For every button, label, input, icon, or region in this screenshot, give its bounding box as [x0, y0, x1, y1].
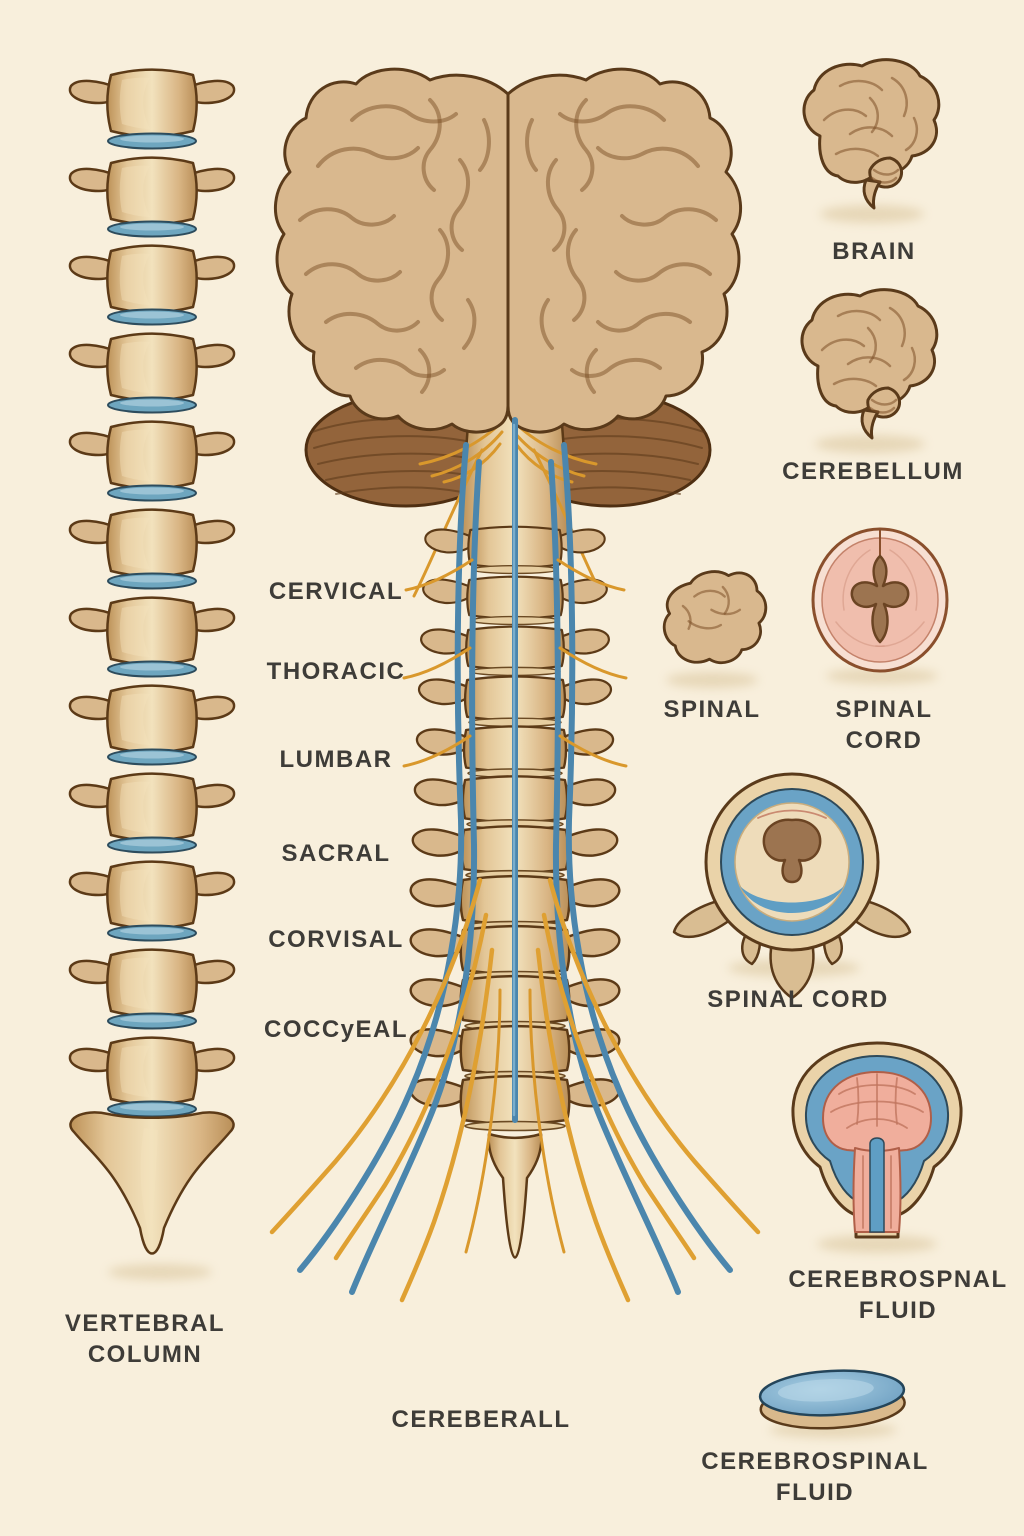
csf-disc	[758, 1369, 906, 1430]
cerebrospinal-disc-label: CEREBROSPINAL FLUID	[675, 1446, 955, 1508]
csf-cross-section	[791, 1041, 963, 1239]
cereberall-label: CEREBERALL	[391, 1406, 571, 1433]
cerebrospinal-mid-label-line2: FLUID	[858, 1297, 938, 1324]
sacral-label: SACRAL	[281, 840, 391, 867]
vertebral-column-illustration	[68, 68, 236, 1255]
vertebral-column-label: VERTEBRAL COLUMN	[25, 1308, 265, 1370]
sacrum	[69, 1111, 235, 1255]
coccygeal-label: COCCyEAL	[263, 1016, 408, 1043]
cerebrospinal-mid-label-line1: CEREBROSPNAL	[788, 1266, 1008, 1293]
blue-nerves	[297, 442, 733, 1295]
lumbar-label: LUMBAR	[279, 746, 393, 773]
vertebra-cross-section	[672, 772, 912, 1000]
spinal-label: SPINAL	[663, 696, 761, 723]
yellow-nerves	[269, 558, 761, 1303]
spinal-cord-vertebra-label: SPINAL CORD	[707, 986, 889, 1013]
csf-pool	[740, 886, 844, 913]
cervical-label: CERVICAL	[268, 578, 404, 605]
central-canal-channel	[869, 1137, 885, 1233]
coccyx	[487, 1132, 543, 1259]
spinal-cord-section-label-line2: CORD	[845, 727, 923, 754]
cerebrospinal-disc-label-line2: FLUID	[775, 1479, 855, 1506]
corvisal-label: CORVISAL	[268, 926, 404, 953]
spinal-cord-cross-section	[811, 527, 949, 673]
cerebrospinal-disc-label-line1: CEREBROSPINAL	[701, 1448, 929, 1475]
central-spine	[409, 417, 621, 1259]
brain-and-cord-illustration	[269, 67, 761, 1303]
vertebral-column-label-line2: COLUMN	[87, 1341, 203, 1368]
spinal-cord-section-label: SPINAL CORD	[764, 694, 1004, 756]
cerebellum-label: CEREBELLUM	[782, 458, 964, 485]
thoracic-label: THORACIC	[266, 658, 406, 685]
spinal-cord-section-label-line1: SPINAL	[835, 696, 933, 723]
brain-label: BRAIN	[832, 238, 916, 265]
cerebrospinal-mid-label: CEREBROSPNAL FLUID	[758, 1264, 1024, 1326]
vertebral-column-label-line1: VERTEBRAL	[64, 1310, 226, 1337]
spinal-blob-illustration	[662, 570, 768, 664]
